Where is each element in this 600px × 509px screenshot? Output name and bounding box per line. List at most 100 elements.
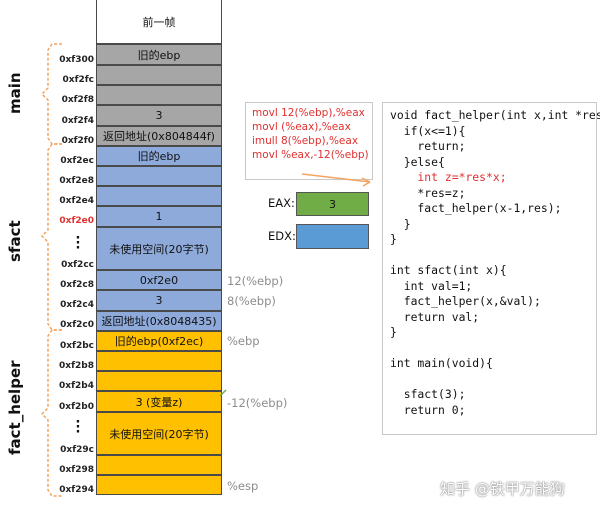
stack-cell-old-ebp-main: 旧的ebp: [96, 44, 222, 65]
eax-register: 3: [296, 192, 369, 216]
stack-cell-sfact-unused: 未使用空间(20字节): [96, 227, 222, 270]
code-line: return val;: [390, 309, 480, 324]
watermark: 知乎 @铁甲万能狗: [440, 480, 565, 498]
asm-line: movl %eax,-12(%ebp): [252, 149, 369, 161]
stack-cell-fact-helper-blank-3: [96, 455, 222, 475]
address-label: 0xf2f8: [61, 95, 94, 105]
stack-cell-fact-helper-blank-2: [96, 371, 222, 391]
cell-label: 3: [155, 294, 163, 307]
code-line: }: [390, 216, 411, 231]
cell-label: 3: [155, 109, 163, 122]
address-label: 0xf294: [59, 485, 94, 495]
code-line: int main(void){: [390, 356, 493, 370]
code-line: }else{: [390, 154, 445, 169]
address-label: 0xf2f0: [61, 136, 94, 146]
stack-cell-main-blank-1: [96, 65, 222, 85]
address-label: 0xf300: [59, 55, 94, 65]
cell-label: 前一帧: [142, 15, 176, 29]
address-label: 0xf2b4: [59, 381, 94, 391]
stack-cell-fact-helper-blank-1: [96, 351, 222, 371]
code-box: [382, 102, 597, 435]
address-label: 0xf2cc: [61, 260, 94, 270]
stack-cell-fact-helper-unused: 未使用空间(20字节): [96, 412, 222, 455]
address-label: 0xf29c: [60, 445, 94, 455]
sfact-brace: [40, 143, 62, 331]
stack-cell-main-blank-2: [96, 85, 222, 105]
asm-line: movl 12(%ebp),%eax: [252, 107, 365, 119]
edx-register: [296, 224, 369, 249]
note-sfact-arg1: 8(%ebp): [227, 294, 276, 308]
address-label: 0xf2e8: [59, 176, 94, 186]
stack-cell-variable-z: 3 (变量z): [96, 391, 222, 412]
address-label: 0xf2b8: [59, 361, 94, 371]
address-label: 0xf2bc: [59, 341, 94, 351]
address-label: 0xf2c8: [60, 280, 94, 290]
code-line: }: [390, 232, 397, 246]
code-line: *res=z;: [390, 185, 466, 200]
assembly-box: [245, 102, 373, 180]
code-line: return 0;: [390, 402, 466, 417]
address-label: 0xf2c0: [60, 320, 94, 330]
pointer-tick-icon: [219, 389, 227, 397]
code-line: int sfact(int x){: [390, 263, 507, 277]
note-esp: %esp: [227, 479, 259, 493]
cell-label: 0xf2e0: [139, 273, 179, 287]
code-line: }: [390, 325, 397, 339]
eax-value: 3: [329, 197, 336, 211]
code-line: if(x<=1){: [390, 123, 466, 138]
main-brace: [40, 43, 62, 145]
note-sfact-arg2: 12(%ebp): [227, 274, 284, 288]
cell-label: 旧的ebp: [137, 150, 181, 163]
stack-cell-sfact-blank-2: [96, 186, 222, 206]
code-line-highlighted: int z=*res*x;: [390, 170, 507, 184]
address-label: 0xf2f4: [61, 116, 94, 126]
address-label: 0xf2b0: [59, 402, 94, 412]
note-ebp: %ebp: [227, 334, 260, 348]
edx-label: EDX:: [268, 229, 296, 243]
cell-label: 1: [155, 210, 163, 223]
cell-label: 旧的ebp(0xf2ec): [114, 335, 204, 348]
address-label-highlighted: 0xf2e0: [59, 216, 94, 226]
code-line: sfact(3);: [390, 387, 466, 401]
code-line: void fact_helper(int x,int *res){: [390, 108, 600, 122]
stack-cell-sfact-pointer: 0xf2e0: [96, 270, 222, 290]
code-line: fact_helper(x,&val);: [390, 294, 541, 308]
address-label: 0xf2e4: [59, 196, 94, 206]
code-line: int val=1;: [390, 278, 473, 293]
stack-cell-sfact-blank-1: [96, 166, 222, 186]
asm-line: movl (%eax),%eax: [252, 121, 351, 133]
stack-cell-fact-helper-blank-4: [96, 475, 222, 495]
stack-cell-old-ebp-sfact: 旧的ebp: [96, 146, 222, 166]
stack-cell-sfact-val-3: 3: [96, 290, 222, 311]
eax-label: EAX:: [268, 196, 295, 210]
stack-cell-main-val-3: 3: [96, 105, 222, 126]
fact-helper-brace: [40, 329, 62, 497]
section-braces: [40, 43, 62, 497]
cell-label: 返回地址(0x804844f): [103, 130, 215, 143]
address-label: 0xf2fc: [62, 75, 95, 85]
cell-label: 旧的ebp: [137, 48, 181, 62]
address-label: 0xf2ec: [60, 156, 94, 166]
section-label-sfact: sfact: [6, 220, 24, 262]
ellipsis-icon: ···: [75, 231, 81, 256]
section-label-main: main: [6, 72, 24, 114]
address-label: 0xf2c4: [60, 300, 94, 310]
stack-cell-prev-frame: 前一帧: [96, 0, 222, 44]
cell-label: 未使用空间(20字节): [109, 427, 209, 441]
stack-cell-return-address-main: 返回地址(0x804844f): [96, 126, 222, 146]
code-line: return;: [390, 139, 466, 153]
stack-cell-old-ebp-fact-helper: 旧的ebp(0xf2ec): [96, 331, 222, 351]
note-var-z: -12(%ebp): [227, 396, 288, 410]
asm-line: imull 8(%ebp),%eax: [252, 135, 359, 147]
ellipsis-icon: ···: [75, 415, 81, 440]
cell-label: 返回地址(0x8048435): [101, 315, 217, 328]
stack-cell-sfact-val-1: 1: [96, 206, 222, 227]
stack-cell-return-address-sfact: 返回地址(0x8048435): [96, 311, 222, 331]
arrow-icon: [301, 173, 371, 187]
cell-label: 未使用空间(20字节): [109, 242, 209, 256]
section-label-fact-helper: fact_helper: [6, 360, 24, 455]
code-line: fact_helper(x-1,res);: [390, 201, 562, 215]
cell-label: 3 (变量z): [135, 395, 183, 409]
address-label: 0xf298: [59, 465, 94, 475]
